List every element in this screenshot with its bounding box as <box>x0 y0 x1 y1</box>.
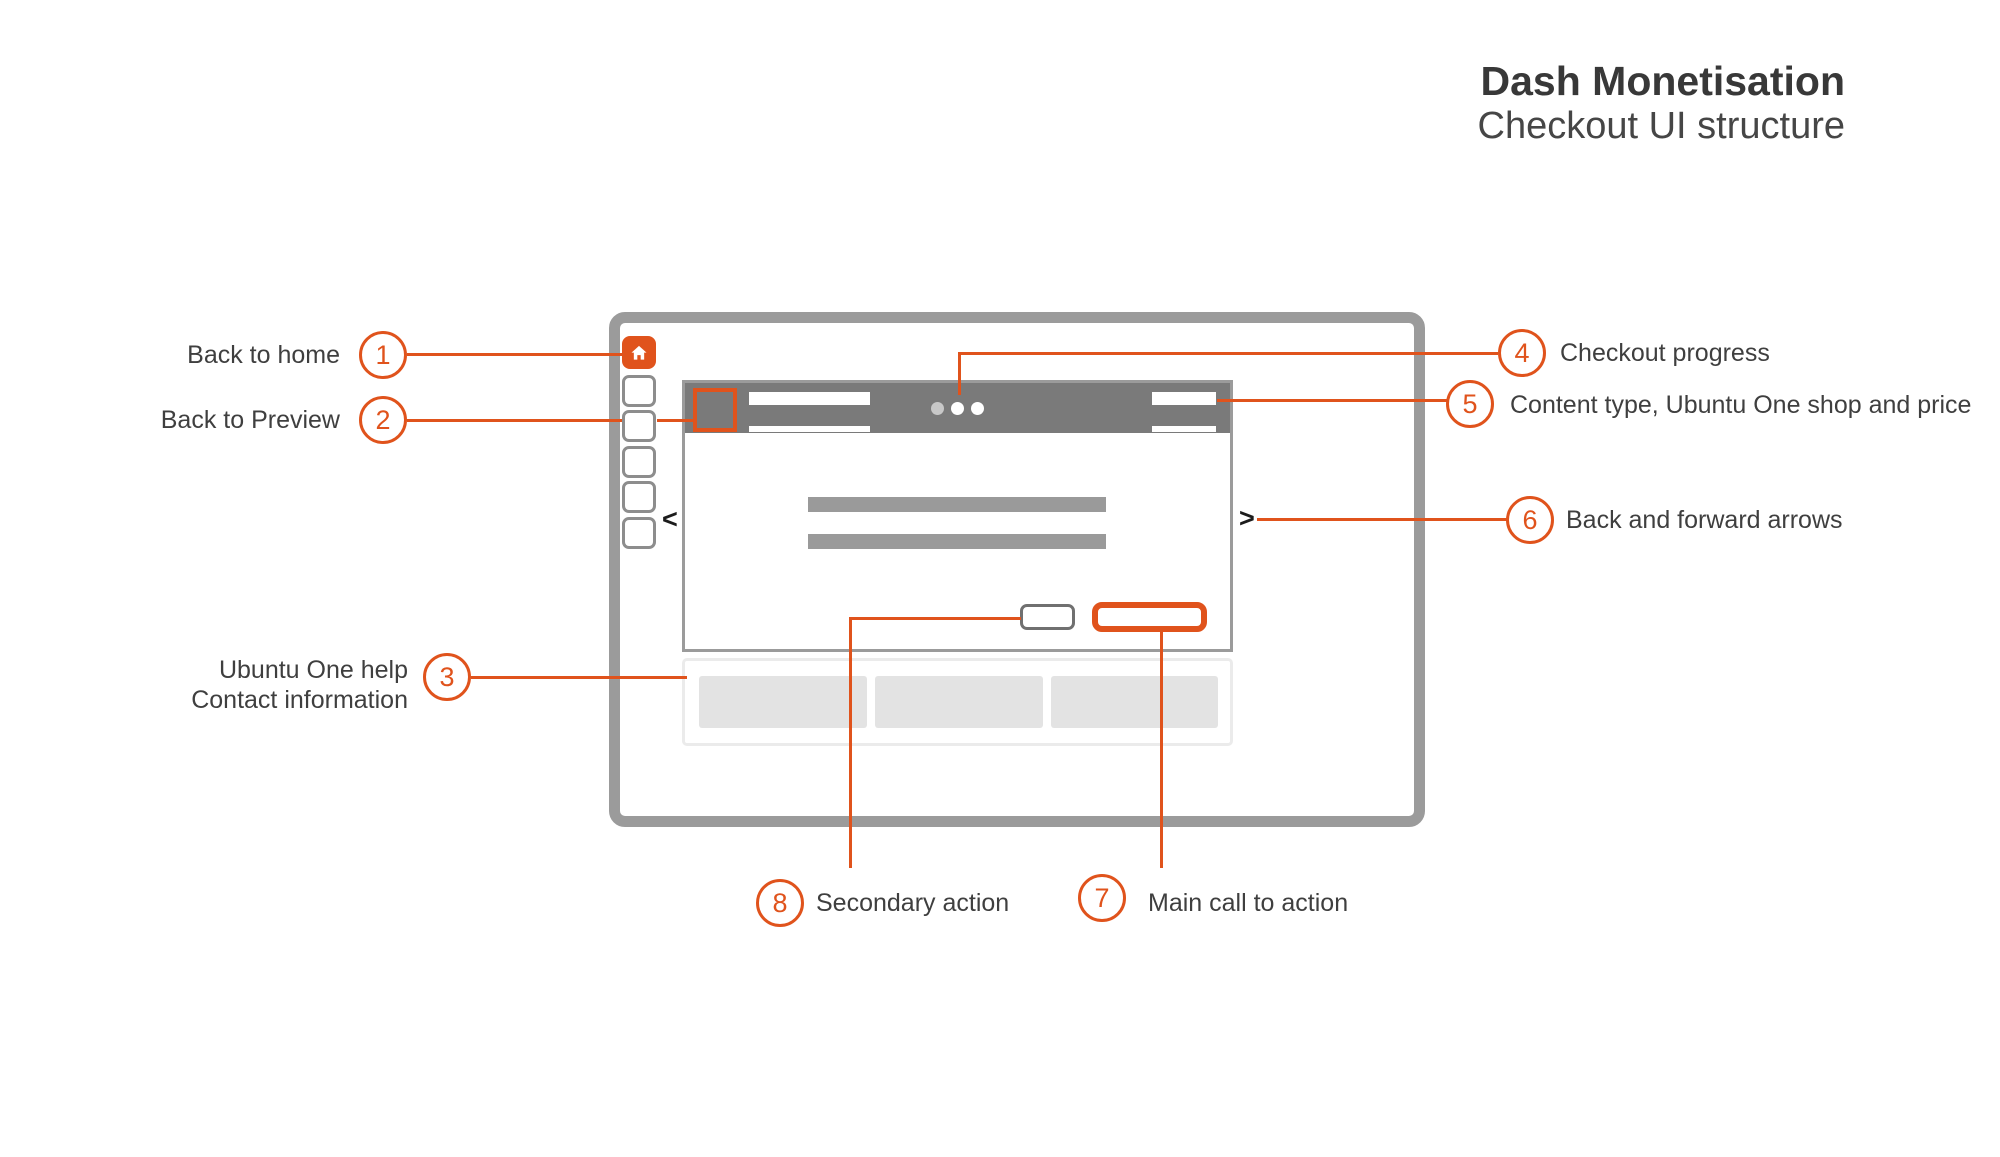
annotation-circle-5: 5 <box>1446 380 1494 428</box>
placeholder-bar <box>1152 392 1216 405</box>
main-cta-button[interactable] <box>1092 602 1207 632</box>
progress-dot <box>931 402 944 415</box>
page-title: Dash Monetisation Checkout UI structure <box>1478 58 1845 149</box>
home-button[interactable] <box>622 336 656 369</box>
annotation-circle-4: 4 <box>1498 329 1546 377</box>
body-text-placeholder <box>808 534 1106 549</box>
annotation-label-3-line-1: Ubuntu One help <box>218 656 408 684</box>
annotation-circle-1: 1 <box>359 331 407 379</box>
annotation-label-7: Main call to action <box>1148 889 1349 917</box>
connector-line-5 <box>1217 399 1447 402</box>
dialog-header <box>685 383 1230 433</box>
placeholder-bar <box>1152 426 1216 432</box>
annotation-circle-2: 2 <box>359 396 407 444</box>
header-price-placeholder <box>1152 392 1216 432</box>
help-placeholder-box <box>699 676 867 728</box>
forward-arrow[interactable]: > <box>1239 503 1255 533</box>
sidebar-button-3[interactable] <box>622 446 656 478</box>
annotation-label-4: Checkout progress <box>1560 339 1770 367</box>
connector-line-2 <box>657 419 695 422</box>
connector-line-8 <box>849 617 1021 620</box>
sidebar-button-1[interactable] <box>622 375 656 407</box>
connector-line-3 <box>471 676 687 679</box>
connector-line-2 <box>407 419 622 422</box>
connector-line-1 <box>407 353 622 356</box>
annotation-label-1: Back to home <box>187 341 340 369</box>
back-arrow[interactable]: < <box>662 504 678 534</box>
connector-line-6 <box>1257 518 1507 521</box>
annotation-label-3-line-2: Contact information <box>191 686 408 714</box>
progress-dot <box>971 402 984 415</box>
help-placeholder-box <box>875 676 1043 728</box>
content-type-thumbnail <box>693 388 737 432</box>
secondary-action-button[interactable] <box>1020 604 1075 630</box>
help-contact-panel <box>682 658 1233 746</box>
checkout-dialog <box>682 380 1233 652</box>
connector-line-4 <box>958 352 1498 355</box>
annotation-circle-8: 8 <box>756 879 804 927</box>
annotation-circle-7: 7 <box>1078 874 1126 922</box>
placeholder-bar <box>749 392 870 405</box>
sidebar-button-5[interactable] <box>622 517 656 549</box>
checkout-progress-dots <box>685 402 1230 415</box>
placeholder-bar <box>749 426 870 432</box>
annotation-label-8: Secondary action <box>816 889 1010 917</box>
annotation-label-6: Back and forward arrows <box>1566 506 1843 534</box>
help-placeholder-box <box>1051 676 1218 728</box>
sidebar-button-4[interactable] <box>622 481 656 513</box>
annotation-label-3: Ubuntu One help Contact information <box>191 655 408 715</box>
annotation-label-5: Content type, Ubuntu One shop and price <box>1510 391 1972 419</box>
progress-dot <box>951 402 964 415</box>
connector-line-7 <box>1160 632 1163 868</box>
connector-line-4 <box>958 352 961 395</box>
annotation-circle-3: 3 <box>423 653 471 701</box>
home-icon <box>631 345 647 360</box>
annotation-circle-6: 6 <box>1506 496 1554 544</box>
body-text-placeholder <box>808 497 1106 512</box>
sidebar-button-2[interactable] <box>622 410 656 442</box>
annotation-label-2: Back to Preview <box>160 406 340 434</box>
title-line-2: Checkout UI structure <box>1477 105 1845 148</box>
header-text-placeholder-left <box>749 392 870 432</box>
connector-line-8 <box>849 617 852 868</box>
title-line-1: Dash Monetisation <box>1480 58 1845 104</box>
